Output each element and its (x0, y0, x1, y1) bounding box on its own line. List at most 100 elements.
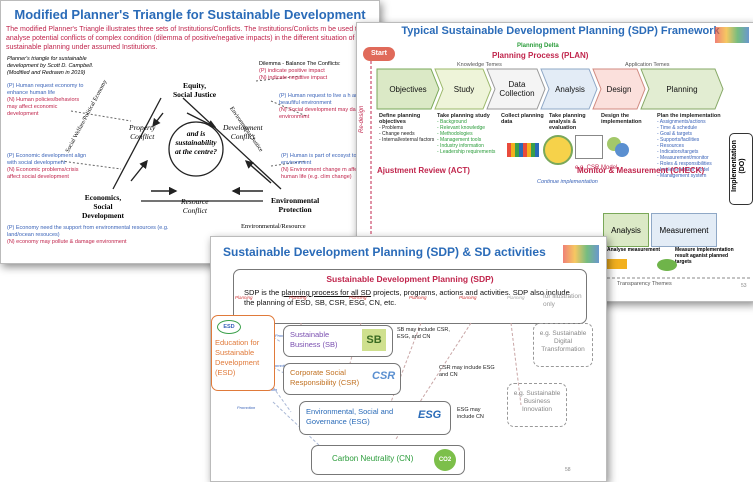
sdg-icons-image (507, 143, 539, 157)
slide1-intro: The modified Planner's Triangle illustra… (6, 26, 361, 51)
planners-triangle-slide: Modified Planner's Triangle for Sustaina… (0, 0, 380, 264)
band-study: Take planning study- Background - Releva… (437, 113, 496, 155)
stage-design: Design (606, 84, 632, 94)
start-pill: Start (363, 47, 395, 61)
stage-objectives: Objectives (389, 84, 427, 94)
sdp-definition-box: Sustainable Development Planning (SDP) S… (233, 269, 587, 324)
act-label: Ajustment Review (ACT) (377, 166, 470, 175)
measurement-image-1 (607, 259, 627, 269)
stage-study: Study (453, 84, 475, 94)
slide2-page-number: 53 (741, 283, 747, 289)
band-analysis: Take planning analysis & evaluation (549, 113, 586, 131)
left-impacts-2: (P) Economic development align with soci… (7, 153, 87, 180)
band-design: Design the implementation (601, 113, 642, 125)
continue-label: Continue implementation (537, 179, 598, 185)
slide1-title: Modified Planner's Triangle for Sustaina… (14, 7, 366, 22)
check-measurement-box: Measurement (651, 213, 717, 247)
csr-circle-2 (615, 143, 629, 157)
esd-label: Education for Sustainable Development (E… (215, 338, 260, 377)
illustration-note: for illustration only (543, 293, 582, 308)
band-objectives: Define planning objectives- Problems - C… (379, 113, 435, 143)
resource-conflict: Resource Conflict (181, 197, 209, 215)
re-design-label: Re-design (359, 105, 365, 133)
sb-note: SB may include CSR, ESG, and CN (397, 327, 450, 340)
dilemma-negative: (N) indicate negative impact (259, 75, 328, 81)
dilemma-title: Dilemma - Balance The Conflicts: (259, 61, 341, 67)
promotion-tag-2: Promotion (271, 363, 290, 368)
development-conflict: Development Conflict (223, 123, 263, 141)
economics-node: Economics, Social Development (81, 193, 125, 220)
sdp-activities-slide: Sustainable Development Planning (SDP) &… (210, 236, 607, 482)
esd-box: ESD Education for Sustainable Developmen… (211, 315, 275, 391)
right-impacts-1: (P) Human request to live a h and beaufi… (279, 93, 370, 120)
equity-node: Equity, Social Justice (173, 81, 217, 99)
csr-note: CSR may include ESG and CN (439, 365, 495, 378)
sdp-box-text: SDP is the planning process for all SD p… (244, 288, 570, 307)
esg-logo: ESG (418, 409, 442, 421)
sdg-logo-strip (715, 27, 749, 43)
csr-logo: CSR (372, 370, 396, 382)
planning-process-label: Planning Process (PLAN) (492, 51, 589, 60)
planning-tag-2: Planning (289, 295, 307, 300)
implementation-label: Implementation (DO) (731, 140, 746, 192)
check-analysis-box: Analysis (603, 213, 649, 247)
planning-delta: Planning Delta (517, 43, 559, 49)
band-data: Collect planning data (501, 113, 544, 125)
band-planning: Plan the implementation- Assignments/act… (657, 113, 721, 179)
stage-analysis: Analysis (555, 84, 585, 94)
bottom-axis-label: Environmental/Resource (241, 223, 306, 230)
sdp-box-title: Sustainable Development Planning (SDP) (326, 274, 494, 284)
left-impacts-1: (P) Human request economy to enhance hum… (7, 83, 84, 117)
measurement-image-2 (657, 259, 677, 271)
property-conflict: Property Conflict (129, 123, 156, 141)
digital-transformation-box: e.g. Sustainable Digital Transformation (533, 323, 593, 367)
slide3-sdg-logo (563, 245, 599, 263)
right-impacts-2: (P) Human is part of ecosyst to sustain … (281, 153, 376, 180)
csr-label: Corporate Social Responsibility (CSR) (290, 368, 360, 387)
bottom-impacts: (P) Economy need the support from enviro… (7, 225, 169, 245)
sb-logo: SB (362, 329, 386, 351)
csr-box: Corporate Social Responsibility (CSR) CS… (283, 363, 401, 395)
stage-planning: Planning (666, 84, 698, 94)
esg-box: Environmental, Social and Governance (ES… (299, 401, 451, 435)
environmental-node: Environmental Protection (271, 196, 320, 214)
business-innovation-box: e.g. Sustainable Business Innovation (507, 383, 567, 427)
design-triangle-image (575, 135, 603, 159)
promotion-tag-4: Promotion (237, 405, 256, 410)
sb-box: Sustainable Business (SB) SB (283, 325, 393, 357)
measure-result-label: Measure implementation result aganist pl… (675, 247, 734, 265)
planning-tag-1: Planning (235, 295, 253, 300)
cn-logo: CO2 (434, 449, 456, 471)
credit-text: Planner's triangle for sustainable devel… (7, 56, 94, 76)
knowledge-temes: Knowledge Temes (457, 62, 502, 68)
planning-tag-4: Planning (409, 295, 427, 300)
slide3-page-number: 58 (565, 467, 571, 473)
esd-logo: ESD (217, 320, 241, 334)
stage-data-collection: Data Collection (499, 80, 535, 98)
analyse-measurement-label: Analyse measurement (607, 247, 661, 253)
csr-model-label: e.g. CSR Model (575, 165, 618, 171)
planning-tag-3: Planning (349, 295, 367, 300)
implementation-box: Implementation (DO) (729, 133, 753, 205)
triangle-diagram (60, 75, 307, 202)
cn-box: Carbon Neutrality (CN) CO2 (311, 445, 465, 475)
analysis-circle-image (543, 135, 573, 165)
cn-label: Carbon Neutrality (CN) (332, 454, 414, 463)
esg-label: Environmental, Social and Governance (ES… (306, 407, 394, 426)
planning-tag-5: Planning (459, 295, 477, 300)
esg-note: ESG may include CN (457, 407, 484, 420)
check-label: Monitor & Measurement (CHECK) (577, 166, 705, 175)
application-temes: Application Temes (625, 62, 670, 68)
dilemma-box: Dilemma - Balance The Conflicts: (P) ind… (259, 61, 377, 82)
sustainability-question: and is sustainability at the centre? (174, 129, 218, 156)
sb-label: Sustainable Business (SB) (290, 330, 338, 349)
dilemma-positive: (P) indicate positive impact (259, 68, 325, 74)
transparency-themes: Transparency Themes (617, 281, 672, 287)
framework-arrows (370, 61, 752, 279)
planning-tag-6: Planning (507, 295, 525, 300)
triangle-edge-left (112, 97, 162, 190)
slide3-title: Sustainable Development Planning (SDP) &… (223, 245, 546, 259)
slide2-title: Typical Sustainable Development Planning… (401, 25, 720, 37)
sustainability-circle (168, 121, 224, 177)
triangle-edge-right (182, 97, 282, 190)
